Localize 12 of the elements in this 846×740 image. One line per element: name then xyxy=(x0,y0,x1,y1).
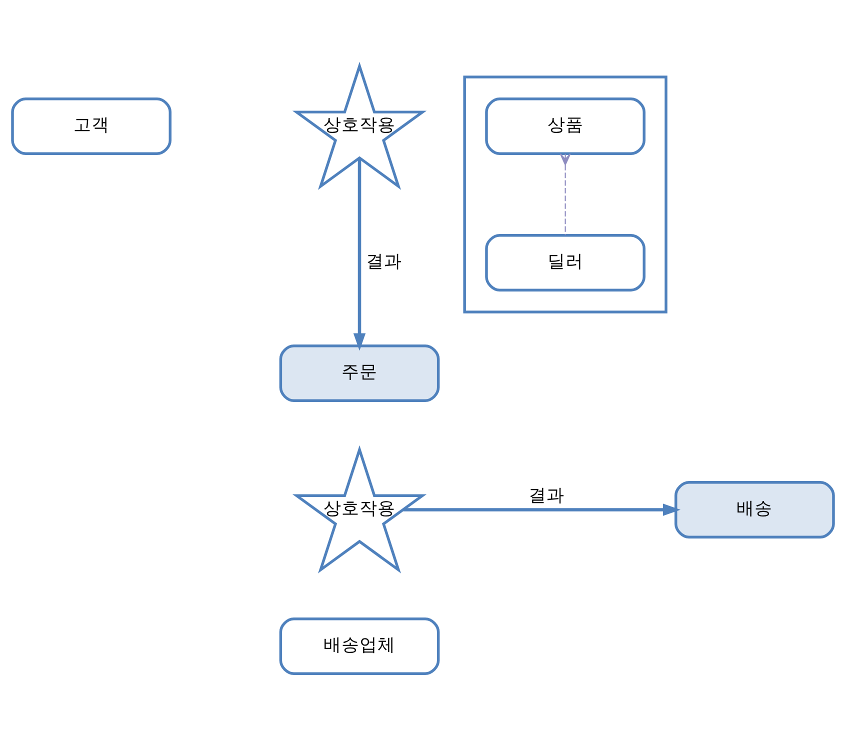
edge-label: 결과 xyxy=(528,486,564,506)
node-box: 고객 xyxy=(11,98,172,155)
node-box: 딜러 xyxy=(485,234,646,292)
connector xyxy=(560,153,571,236)
arrow xyxy=(403,504,681,516)
node-box: 배송업체 xyxy=(279,618,440,675)
edge-label: 결과 xyxy=(366,252,402,272)
node-box: 배송 xyxy=(674,481,835,538)
node-box: 주문 xyxy=(279,344,440,402)
node-box: 상품 xyxy=(485,98,646,155)
cluster xyxy=(463,76,668,314)
arrow xyxy=(353,158,366,351)
